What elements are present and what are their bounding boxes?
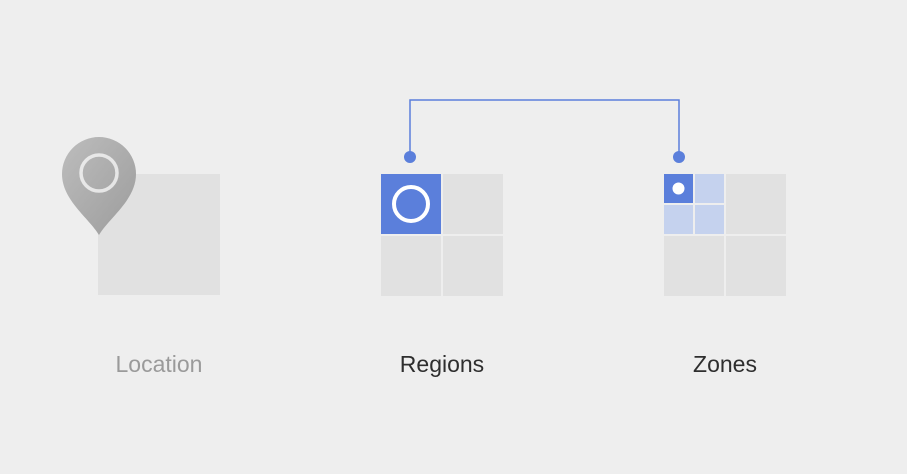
regions-group: [381, 174, 503, 296]
region-cell-bottom-left: [381, 236, 441, 296]
region-cell-top-right: [443, 174, 503, 234]
region-cell-top-left: [381, 174, 441, 234]
zone-subcell-d: [695, 205, 724, 234]
zone-subcell-b: [695, 174, 724, 203]
zones-connector-dot: [673, 151, 685, 163]
location-group: [62, 137, 220, 295]
connector-line: [409, 99, 680, 156]
zone-subcell-c: [664, 205, 693, 234]
zone-cell-bottom-right: [726, 236, 786, 296]
zone-cell-top-right: [726, 174, 786, 234]
pin-ring-icon: [79, 153, 119, 193]
connector: [404, 99, 685, 163]
location-label: Location: [115, 351, 203, 377]
dot-icon: [672, 182, 685, 195]
regions-connector-dot: [404, 151, 416, 163]
regions-label: Regions: [399, 351, 485, 377]
region-cell-bottom-right: [443, 236, 503, 296]
zones-label: Zones: [693, 351, 757, 377]
map-pin-icon: [62, 137, 136, 235]
zone-cell-bottom-left: [664, 236, 724, 296]
zones-group: [664, 174, 786, 296]
ring-icon: [392, 185, 430, 223]
